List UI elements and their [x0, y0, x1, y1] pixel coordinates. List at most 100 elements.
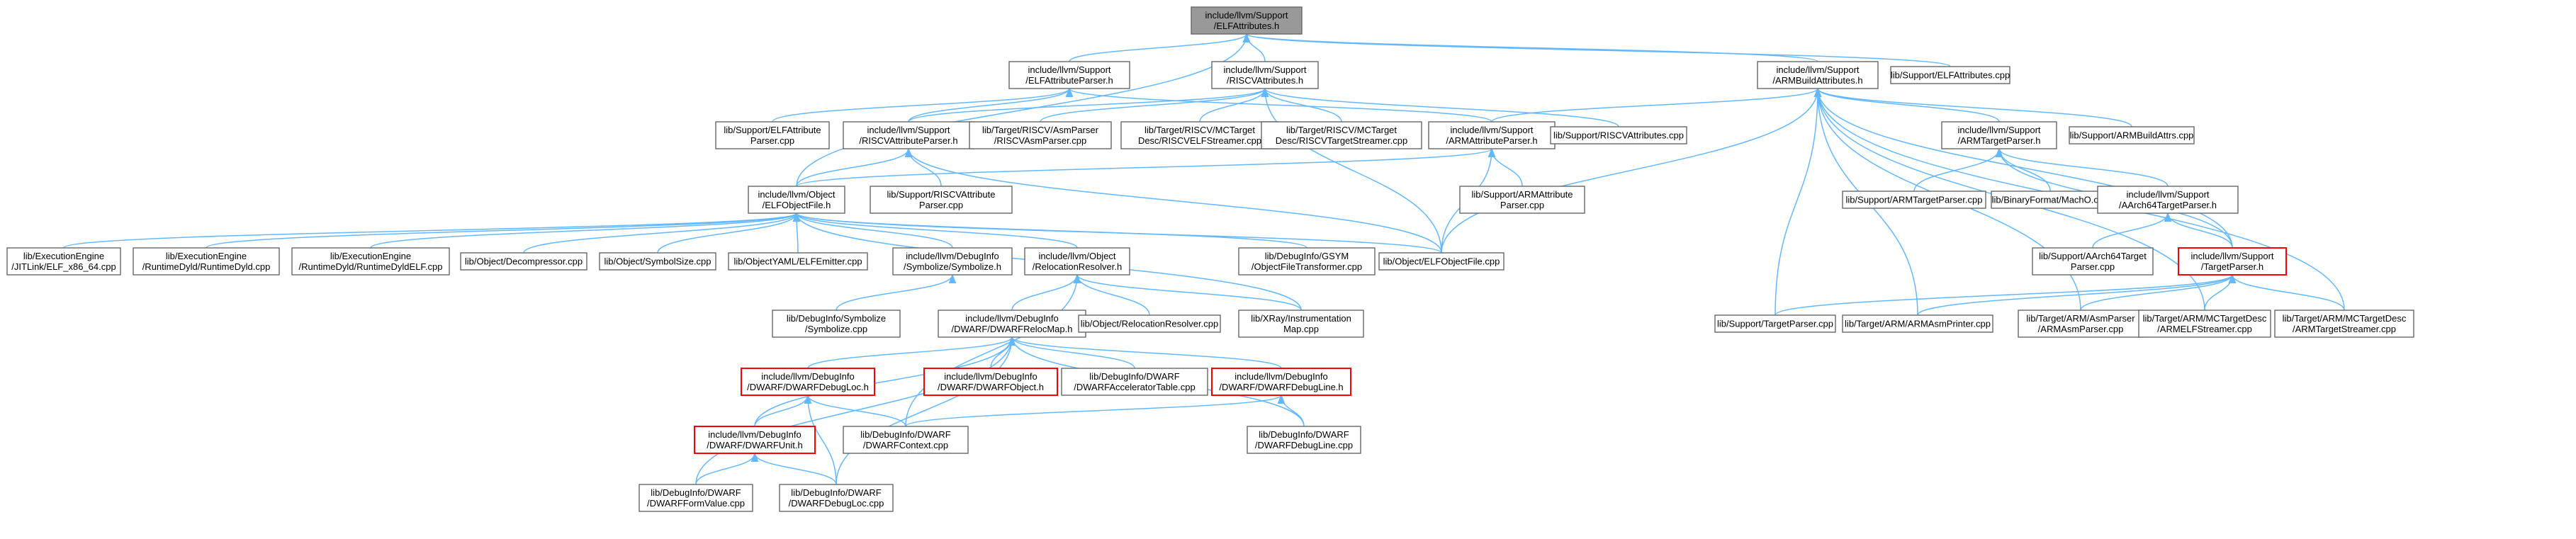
node-box — [1211, 61, 1319, 89]
node-box — [843, 121, 974, 149]
node-gsym-cpp[interactable]: lib/DebugInfo/GSYM/ObjectFileTransformer… — [1238, 247, 1376, 276]
node-riscvelfstreamer-cpp[interactable]: lib/Target/RISCV/MCTargetDesc/RISCVELFSt… — [1120, 121, 1279, 149]
node-box — [599, 252, 716, 271]
node-armasmprinter-cpp[interactable]: lib/Target/ARM/ARMAsmPrinter.cpp — [1842, 314, 1993, 333]
node-relocresolver-cpp[interactable]: lib/Object/RelocationResolver.cpp — [1078, 314, 1221, 333]
node-armtargetparser-h[interactable]: include/llvm/Support/ARMTargetParser.h — [1941, 121, 2057, 149]
node-label: Desc/RISCVTargetStreamer.cpp — [1276, 135, 1407, 146]
edge-targetparser_cpp-to-armbuildattrs_h — [1774, 87, 1822, 316]
node-jitlink-cpp[interactable]: lib/ExecutionEngine/JITLink/ELF_x86_64.c… — [6, 247, 121, 276]
node-elfobjectfile-h[interactable]: include/llvm/Object/ELFObjectFile.h — [748, 186, 845, 214]
node-riscvattrparser-h[interactable]: include/llvm/Support/RISCVAttributeParse… — [843, 121, 974, 149]
node-label: lib/Target/ARM/ARMAsmPrinter.cpp — [1845, 319, 1991, 329]
edge-armattrparser_h-to-elfattrparser_h — [1065, 87, 1492, 123]
node-box — [969, 121, 1112, 149]
node-elfobjectfile-cpp[interactable]: lib/Object/ELFObjectFile.cpp — [1378, 252, 1504, 271]
node-dwarfunit-h[interactable]: include/llvm/DebugInfo/DWARF/DWARFUnit.h — [694, 426, 816, 454]
edge-symbolize_h-to-elfobjectfile_h — [792, 212, 953, 249]
edge-elfobjectfile_cpp-to-armbuildattrs_h — [1441, 87, 1822, 254]
node-armtargetstreamer-cpp[interactable]: lib/Target/ARM/MCTargetDesc/ARMTargetStr… — [2274, 310, 2414, 338]
node-relocresolver-h[interactable]: include/llvm/Object/RelocationResolver.h — [1024, 247, 1130, 276]
edge-elfemitter_cpp-to-elfobjectfile_h — [792, 212, 801, 254]
node-label: include/llvm/Support — [1205, 10, 1288, 21]
edge-jitlink_cpp-to-elfobjectfile_h — [63, 212, 800, 249]
node-dwarfcontext-cpp[interactable]: lib/DebugInfo/DWARF/DWARFContext.cpp — [843, 426, 969, 454]
node-label: /DWARF/DWARFDebugLine.h — [1219, 382, 1343, 392]
node-box — [1120, 121, 1279, 149]
node-symbolize-h[interactable]: include/llvm/DebugInfo/Symbolize/Symboli… — [892, 247, 1013, 276]
node-label: lib/Target/RISCV/MCTarget — [1144, 125, 1255, 135]
node-label: include/llvm/Support — [1957, 125, 2040, 135]
node-elfattrparser-cpp[interactable]: lib/Support/ELFAttributeParser.cpp — [715, 121, 830, 149]
node-box — [1757, 61, 1879, 89]
node-elfattrs-cpp[interactable]: lib/Support/ELFAttributes.cpp — [1890, 66, 2010, 84]
node-label: lib/DebugInfo/DWARF — [791, 487, 881, 498]
node-runtimedyldelf-cpp[interactable]: lib/ExecutionEngine/RuntimeDyld/RuntimeD… — [291, 247, 450, 276]
node-label: /ARMBuildAttributes.h — [1772, 75, 1862, 86]
node-label: /ARMAsmParser.cpp — [2038, 324, 2124, 334]
node-label: /RISCVAttributes.h — [1227, 75, 1303, 86]
node-label: /ELFAttributes.h — [1214, 21, 1280, 31]
node-symbolize-cpp[interactable]: lib/DebugInfo/Symbolize/Symbolize.cpp — [772, 310, 901, 338]
node-label: lib/Support/ARMTargetParser.cpp — [1846, 195, 1983, 205]
node-label: lib/ExecutionEngine — [166, 251, 247, 261]
node-box — [1550, 126, 1687, 144]
node-riscvattrs-cpp[interactable]: lib/Support/RISCVAttributes.cpp — [1550, 126, 1687, 144]
node-armbuildattrs-h[interactable]: include/llvm/Support/ARMBuildAttributes.… — [1757, 61, 1879, 89]
node-dwarfrelocmap-h[interactable]: include/llvm/DebugInfo/DWARF/DWARFRelocM… — [938, 310, 1086, 338]
node-label: include/llvm/Support — [1223, 64, 1306, 75]
node-label: include/llvm/Support — [1450, 125, 1533, 135]
node-macho-cpp[interactable]: lib/BinaryFormat/MachO.cpp — [1991, 191, 2110, 209]
node-riscvattrparser-cpp[interactable]: lib/Support/RISCVAttributeParser.cpp — [870, 186, 1013, 214]
edge-elfobjectfile_h-to-armattrparser_h — [796, 147, 1495, 187]
node-label: include/llvm/Object — [1038, 251, 1115, 261]
node-aarch64targetparser-cpp[interactable]: lib/Support/AArch64TargetParser.cpp — [2032, 247, 2154, 276]
edge-elfattrs_cpp-to-elfattrs_h — [1243, 33, 1951, 67]
node-box — [1238, 247, 1376, 276]
node-targetparser-cpp[interactable]: lib/Support/TargetParser.cpp — [1714, 314, 1836, 333]
node-dwarfdebugline-h[interactable]: include/llvm/DebugInfo/DWARF/DWARFDebugL… — [1211, 368, 1351, 396]
node-elfattrparser-h[interactable]: include/llvm/Support/ELFAttributeParser.… — [1008, 61, 1130, 89]
node-box — [1890, 66, 2010, 84]
node-armasmparser-cpp[interactable]: lib/Target/ARM/AsmParser/ARMAsmParser.cp… — [2018, 310, 2144, 338]
node-riscvattrs-h[interactable]: include/llvm/Support/RISCVAttributes.h — [1211, 61, 1319, 89]
node-riscvasmparser-cpp[interactable]: lib/Target/RISCV/AsmParser/RISCVAsmParse… — [969, 121, 1112, 149]
node-label: include/llvm/Support — [2126, 189, 2209, 200]
node-dwarfdebugloc-cpp[interactable]: lib/DebugInfo/DWARF/DWARFDebugLoc.cpp — [779, 484, 894, 512]
node-decompressor-cpp[interactable]: lib/Object/Decompressor.cpp — [460, 252, 587, 271]
node-armattrparser-cpp[interactable]: lib/Support/ARMAttributeParser.cpp — [1459, 186, 1585, 214]
node-armelfstreamer-cpp[interactable]: lib/Target/ARM/MCTargetDesc/ARMELFStream… — [2138, 310, 2271, 338]
node-dwarfacceltable-cpp[interactable]: lib/DebugInfo/DWARF/DWARFAcceleratorTabl… — [1061, 368, 1208, 396]
node-label: lib/Support/TargetParser.cpp — [1717, 319, 1833, 329]
node-label: lib/DebugInfo/DWARF — [1259, 429, 1349, 440]
node-box — [1991, 191, 2110, 209]
node-runtimedyld-cpp[interactable]: lib/ExecutionEngine/RuntimeDyld/RuntimeD… — [133, 247, 280, 276]
node-elfemitter-cpp[interactable]: lib/ObjectYAML/ELFEmitter.cpp — [728, 252, 868, 271]
edge-dwarfdebugloc_cpp-to-dwarfdebugloc_h — [804, 394, 837, 485]
node-dwarfdebugline-cpp[interactable]: lib/DebugInfo/DWARF/DWARFDebugLine.cpp — [1247, 426, 1361, 454]
edge-xray_cpp-to-relocresolver_h — [1073, 273, 1302, 311]
node-box — [2138, 310, 2271, 338]
node-dwarfdebugloc-h[interactable]: include/llvm/DebugInfo/DWARF/DWARFDebugL… — [741, 368, 875, 396]
node-dwarfobject-h[interactable]: include/llvm/DebugInfo/DWARF/DWARFObject… — [923, 368, 1058, 396]
edge-elfobjectfile_h-to-riscvattrparser_h — [796, 147, 913, 187]
node-armbuildattrs-cpp[interactable]: lib/Support/ARMBuildAttrs.cpp — [2069, 126, 2195, 144]
node-label: /ELFAttributeParser.h — [1025, 75, 1113, 86]
node-box — [1024, 247, 1130, 276]
node-label: lib/ObjectYAML/ELFEmitter.cpp — [733, 256, 862, 267]
node-symbolsize-cpp[interactable]: lib/Object/SymbolSize.cpp — [599, 252, 716, 271]
edge-elfobjectfile_h-to-elfattrs_h — [796, 33, 1251, 187]
node-dwarfformvalue-cpp[interactable]: lib/DebugInfo/DWARF/DWARFFormValue.cpp — [639, 484, 753, 512]
edge-symbolize_cpp-to-symbolize_h — [836, 273, 957, 311]
node-armattrparser-h[interactable]: include/llvm/Support/ARMAttributeParser.… — [1428, 121, 1556, 149]
node-label: lib/Support/AArch64Target — [2039, 251, 2147, 261]
edge-targetparser_cpp-to-targetparser_h — [1774, 273, 2237, 316]
node-targetparser-h[interactable]: include/llvm/Support/TargetParser.h — [2178, 247, 2287, 276]
node-armtargetparser-cpp[interactable]: lib/Support/ARMTargetParser.cpp — [1842, 191, 1986, 209]
node-box — [1247, 426, 1361, 454]
node-riscvtargetstreamer-cpp[interactable]: lib/Target/RISCV/MCTargetDesc/RISCVTarge… — [1261, 121, 1422, 149]
edge-armasmparser_cpp-to-targetparser_h — [2080, 273, 2237, 311]
node-label: lib/Object/SymbolSize.cpp — [604, 256, 711, 267]
node-aarch64targetparser-h[interactable]: include/llvm/Support/AArch64TargetParser… — [2097, 186, 2239, 214]
